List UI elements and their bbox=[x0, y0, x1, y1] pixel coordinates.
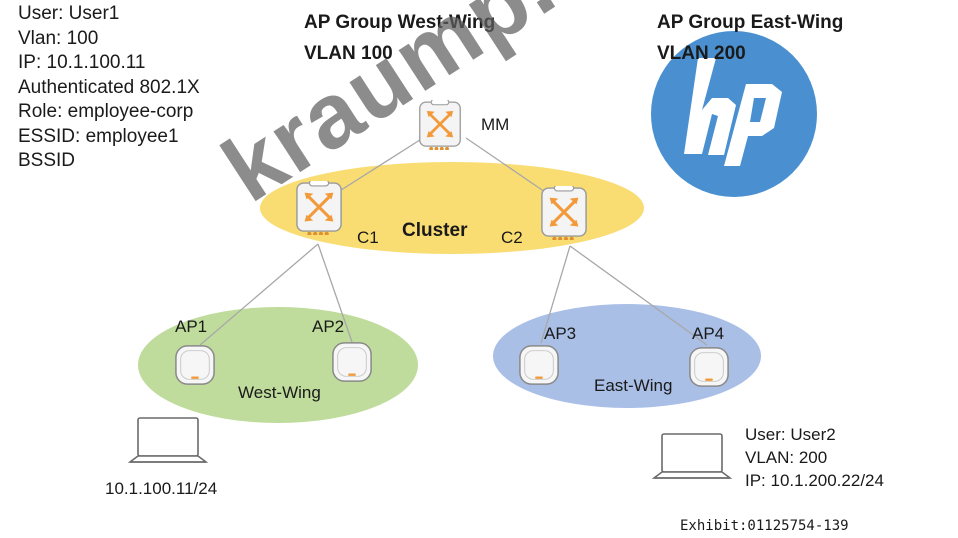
user1-line: ESSID: employee1 bbox=[18, 125, 179, 147]
exhibit-id: Exhibit:01125754-139 bbox=[680, 518, 849, 534]
network-links bbox=[199, 137, 708, 346]
user2-laptop-icon bbox=[653, 433, 731, 479]
user2-line: VLAN: 200 bbox=[745, 448, 828, 467]
east-group-vlan: VLAN 200 bbox=[657, 43, 746, 64]
west-group-vlan: VLAN 100 bbox=[304, 43, 393, 64]
user1-line: BSSID bbox=[18, 150, 76, 171]
user2-line: IP: 10.1.200.22/24 bbox=[745, 471, 884, 490]
user1-line: Vlan: 100 bbox=[18, 27, 99, 49]
user2-line: User: User2 bbox=[745, 425, 836, 444]
east-group-title: AP Group East-Wing bbox=[657, 12, 844, 33]
west-wing-label: West-Wing bbox=[238, 383, 321, 402]
west-wing-ellipse bbox=[138, 307, 418, 423]
user1-line: Role: employee-corp bbox=[18, 101, 194, 122]
hp-logo-icon bbox=[651, 31, 817, 197]
west-group-title: AP Group West-Wing bbox=[304, 12, 496, 33]
user1-info: User: User1 Vlan: 100 IP: 10.1.100.11 Au… bbox=[18, 2, 200, 174]
east-wing-label: East-Wing bbox=[594, 376, 673, 395]
ap1-icon bbox=[175, 345, 215, 385]
user1-ip-label: 10.1.100.11/24 bbox=[105, 479, 218, 498]
controller-c2-icon bbox=[540, 186, 588, 240]
user1-line: IP: 10.1.100.11 bbox=[18, 52, 146, 73]
ap4-label: AP4 bbox=[692, 324, 725, 343]
mm-label: MM bbox=[481, 115, 510, 134]
cluster-label: Cluster bbox=[402, 220, 468, 241]
ap3-icon bbox=[519, 345, 559, 385]
user1-line: Authenticated 802.1X bbox=[18, 76, 200, 98]
ap3-label: AP3 bbox=[544, 324, 577, 343]
ap2-icon bbox=[332, 342, 372, 382]
c2-label: C2 bbox=[501, 228, 523, 247]
user1-line: User: User1 bbox=[18, 3, 120, 24]
ap1-label: AP1 bbox=[175, 317, 208, 336]
ap2-label: AP2 bbox=[312, 317, 345, 336]
user1-laptop-icon bbox=[129, 417, 207, 463]
c1-label: C1 bbox=[357, 228, 379, 247]
ap4-icon bbox=[689, 347, 729, 387]
